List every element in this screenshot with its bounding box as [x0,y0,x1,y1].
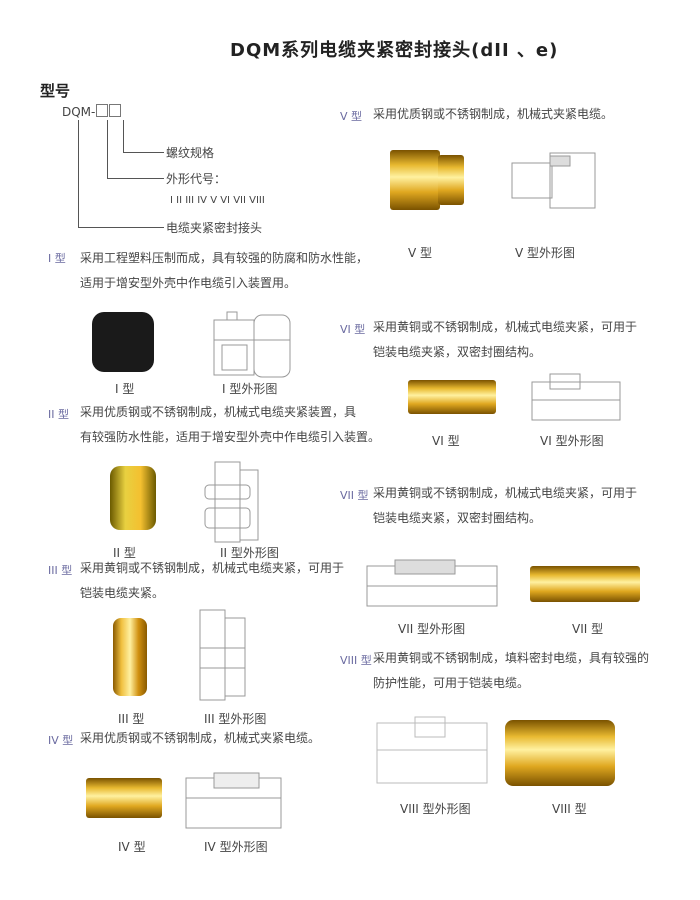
shape-numerals: I II III IV V VI VII VIII [170,195,265,206]
type-iv-product-image [86,778,162,818]
type-description: 采用黄铜或不锈钢制成，机械式电缆夹紧，可用于铠装电缆夹紧，双密封圈结构。 [373,481,637,531]
type-badge: IV 型 [37,732,79,748]
drawing-caption: VIII 型外形图 [400,802,471,816]
type-badge: VI 型 [329,321,371,337]
product-caption: III 型 [118,712,145,726]
desc-line: 采用优质钢或不锈钢制成，机械式夹紧电缆。 [80,731,321,745]
type-badge: VIII 型 [330,652,376,668]
product-caption: V 型 [408,246,433,260]
type-iv-drawing [185,772,282,829]
model-code: DQM- [62,104,122,119]
desc-line: 采用黄铜或不锈钢制成，填料密封电缆，具有较强的 [373,651,650,665]
type-description: 采用工程塑料压制而成，具有较强的防腐和防水性能， 适用于增安型外壳中作电缆引入装置… [80,246,368,296]
type-v-product-thread [438,155,464,205]
shape-code-label: 外形代号： [166,172,227,186]
drawing-caption: I 型外形图 [222,382,278,396]
product-name-label: 电缆夹紧密封接头 [166,221,263,235]
type-description: 采用优质钢或不锈钢制成，机械式夹紧电缆。 [373,102,613,127]
desc-line: 采用工程塑料压制而成，具有较强的防腐和防水性能， [80,251,369,265]
type-description: 采用优质钢或不锈钢制成，机械式夹紧电缆。 [80,726,320,751]
type-description: 采用黄铜或不锈钢制成，机械式电缆夹紧，可用于铠装电缆夹紧。 [80,556,344,606]
tree-line [123,152,164,153]
desc-line: 采用黄铜或不锈钢制成，机械式电缆夹紧，可用于 [80,561,345,575]
type-vii-drawing [366,559,498,607]
type-description: 采用优质钢或不锈钢制成，机械式电缆夹紧装置，具有较强防水性能，适用于增安型外壳中… [80,400,380,450]
tree-line [78,227,164,228]
tree-line [78,120,79,227]
thread-label: 螺纹规格 [166,146,215,160]
product-caption: II 型 [113,546,136,560]
desc-line: 有较强防水性能，适用于增安型外壳中作电缆引入装置。 [80,430,381,444]
type-viii-drawing [376,716,488,784]
desc-line: 铠装电缆夹紧。 [80,586,165,600]
type-badge: VII 型 [330,487,373,503]
type-vi-product-image [408,380,496,414]
desc-line: 采用优质钢或不锈钢制成，机械式夹紧电缆。 [373,107,614,121]
code-box [96,104,109,117]
model-code-prefix: DQM- [62,105,96,119]
type-badge: II 型 [38,406,78,422]
drawing-caption: VII 型外形图 [398,622,466,636]
product-caption: I 型 [115,382,135,396]
product-caption: VIII 型 [552,802,587,816]
type-v-product-image [390,150,440,210]
desc-line: 铠装电缆夹紧，双密封圈结构。 [373,345,542,359]
type-ii-drawing [204,461,259,543]
type-description: 采用黄铜或不锈钢制成，机械式电缆夹紧，可用于铠装电缆夹紧，双密封圈结构。 [373,315,637,365]
drawing-caption: III 型外形图 [204,712,267,726]
product-caption: VII 型 [572,622,604,636]
tree-line [107,178,164,179]
type-ii-product-image [110,466,156,530]
page-title: DQM系列电缆夹紧密封接头(dII 、e) [230,40,559,61]
drawing-caption: IV 型外形图 [204,840,268,854]
type-badge: I 型 [38,250,78,266]
type-i-drawing [213,311,291,378]
model-heading: 型号 [40,82,71,100]
product-caption: IV 型 [118,840,146,854]
type-viii-product-image [505,720,615,786]
tree-line [107,120,108,178]
type-vi-drawing [531,373,621,421]
drawing-caption: V 型外形图 [515,246,576,260]
type-badge: III 型 [37,562,79,578]
type-iii-drawing [199,609,246,701]
desc-line: 铠装电缆夹紧，双密封圈结构。 [373,511,542,525]
code-box [109,104,122,117]
desc-line: 防护性能，可用于铠装电缆。 [373,676,530,690]
type-iii-product-image [113,618,147,696]
type-vii-product-image [530,566,640,602]
type-description: 采用黄铜或不锈钢制成，填料密封电缆，具有较强的防护性能，可用于铠装电缆。 [373,646,649,696]
desc-line: 采用黄铜或不锈钢制成，机械式电缆夹紧，可用于 [373,320,638,334]
type-v-drawing [511,152,596,209]
desc-line: 采用黄铜或不锈钢制成，机械式电缆夹紧，可用于 [373,486,638,500]
type-i-product-image [92,312,154,372]
product-caption: VI 型 [432,434,460,448]
tree-line [123,120,124,152]
type-badge: V 型 [329,108,371,124]
desc-line: 采用优质钢或不锈钢制成，机械式电缆夹紧装置，具 [80,405,357,419]
drawing-caption: VI 型外形图 [540,434,604,448]
drawing-caption: II 型外形图 [220,546,279,560]
desc-line: 适用于增安型外壳中作电缆引入装置用。 [80,276,297,290]
